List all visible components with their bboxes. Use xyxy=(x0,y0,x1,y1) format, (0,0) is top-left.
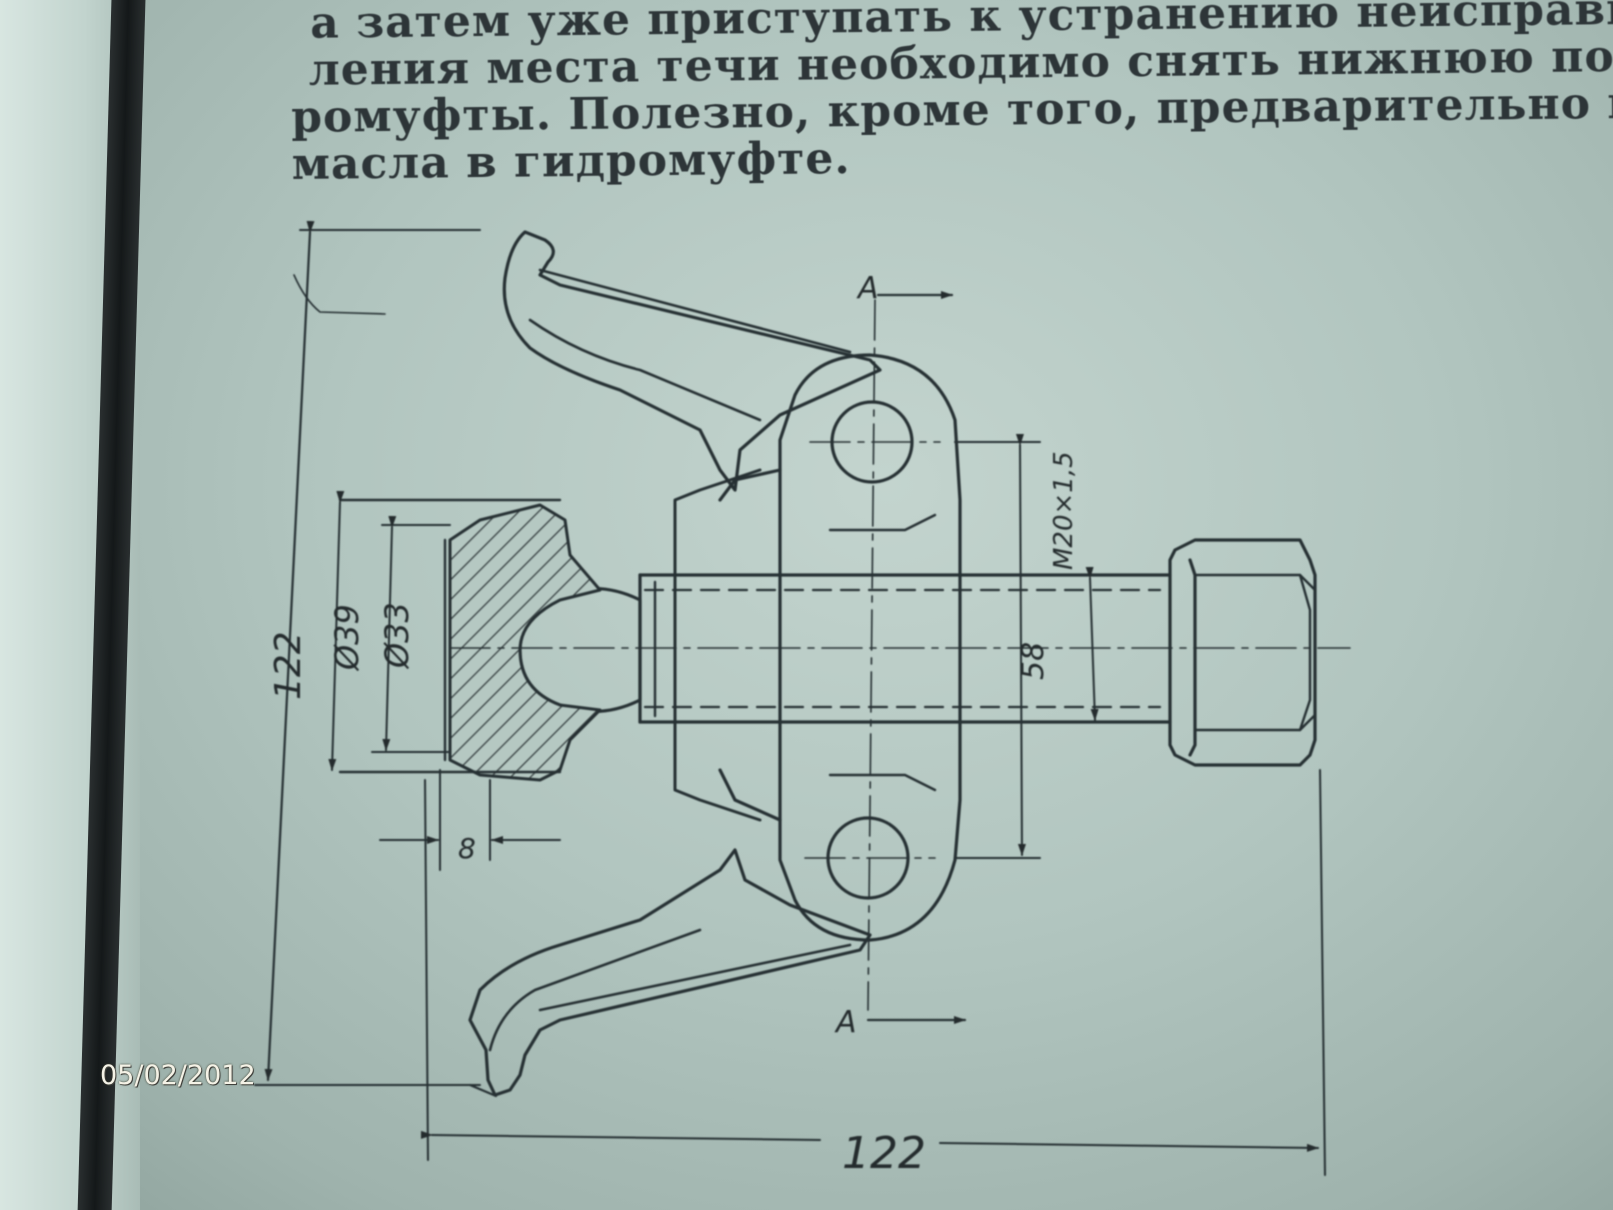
section-marker xyxy=(866,291,967,1024)
dim-width-overall xyxy=(420,769,1326,1176)
hex-nut xyxy=(1168,538,1317,767)
centerlines xyxy=(449,299,1351,1011)
label-width-overall: 122 xyxy=(842,1128,926,1179)
dim-diameters xyxy=(328,490,451,771)
section-label-top: А xyxy=(856,271,879,306)
dim-lip xyxy=(379,769,561,871)
dim-height-overall xyxy=(254,220,481,1086)
label-lip: 8 xyxy=(458,832,476,865)
label-thread: M20×1,5 xyxy=(1049,451,1079,570)
label-inner-diameter: Ø33 xyxy=(378,602,416,670)
upper-jaw xyxy=(502,230,882,492)
label-height-overall: 122 xyxy=(268,631,309,700)
section-label-bottom: А xyxy=(834,1005,857,1040)
puller-body xyxy=(673,468,782,822)
hatched-cup-section xyxy=(338,498,602,782)
lower-jaw xyxy=(468,848,872,1098)
label-outer-diameter: Ø39 xyxy=(328,604,366,672)
dim-thread-and-center xyxy=(954,433,1099,859)
label-center-distance: 58 xyxy=(1016,642,1051,680)
photo-date-stamp: 05/02/2012 xyxy=(100,1060,256,1091)
